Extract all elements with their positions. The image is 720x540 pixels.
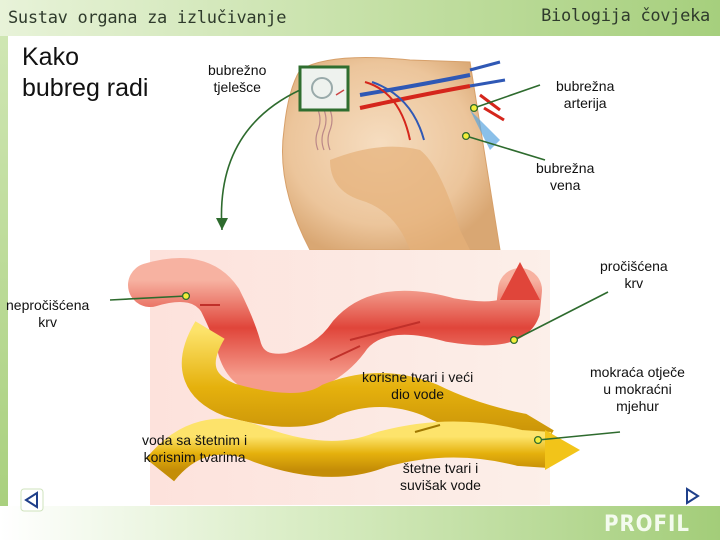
footer-bar (0, 506, 720, 540)
label-renal-artery: bubrežna arterija (556, 78, 615, 111)
publisher-logo: PROFIL (603, 512, 690, 537)
left-decor-strip (0, 36, 8, 506)
page-title: Kako bubreg radi (22, 43, 149, 102)
label-purified-blood: pročišćena krv (600, 258, 668, 291)
blood-flow-arrow (500, 262, 540, 300)
urine-flow-arrow (545, 430, 580, 470)
book-title: Biologija čovjeka (541, 6, 710, 26)
label-useful-substances: korisne tvari i veći dio vode (362, 369, 474, 402)
label-harmful-substances: štetne tvari i suvišak vode (400, 460, 481, 493)
label-renal-vein: bubrežna vena (536, 160, 595, 193)
label-renal-corpuscle: bubrežno tjelešce (208, 62, 267, 95)
prev-button[interactable] (20, 488, 44, 512)
blood-vessel (128, 258, 542, 398)
label-water-waste: voda sa štetnim i korisnim tvarima (142, 432, 248, 465)
label-unpurified-blood: nepročišćena krv (6, 297, 90, 330)
triangle-right-icon (686, 487, 700, 505)
zoom-box (298, 65, 350, 112)
marker-dots (181, 103, 543, 445)
triangle-left-icon (20, 488, 44, 512)
tubule-lower (145, 418, 552, 482)
chapter-title: Sustav organa za izlučivanje (8, 8, 287, 28)
pointer-arrowhead (216, 218, 228, 230)
tubule-upper (181, 321, 554, 460)
pointer-lines (109, 84, 621, 441)
label-urine-to-bladder: mokraća otječe u mokraćni mjehur (590, 364, 685, 414)
header-bar: Sustav organa za izlučivanje Biologija č… (0, 0, 720, 36)
next-button[interactable] (680, 484, 704, 508)
